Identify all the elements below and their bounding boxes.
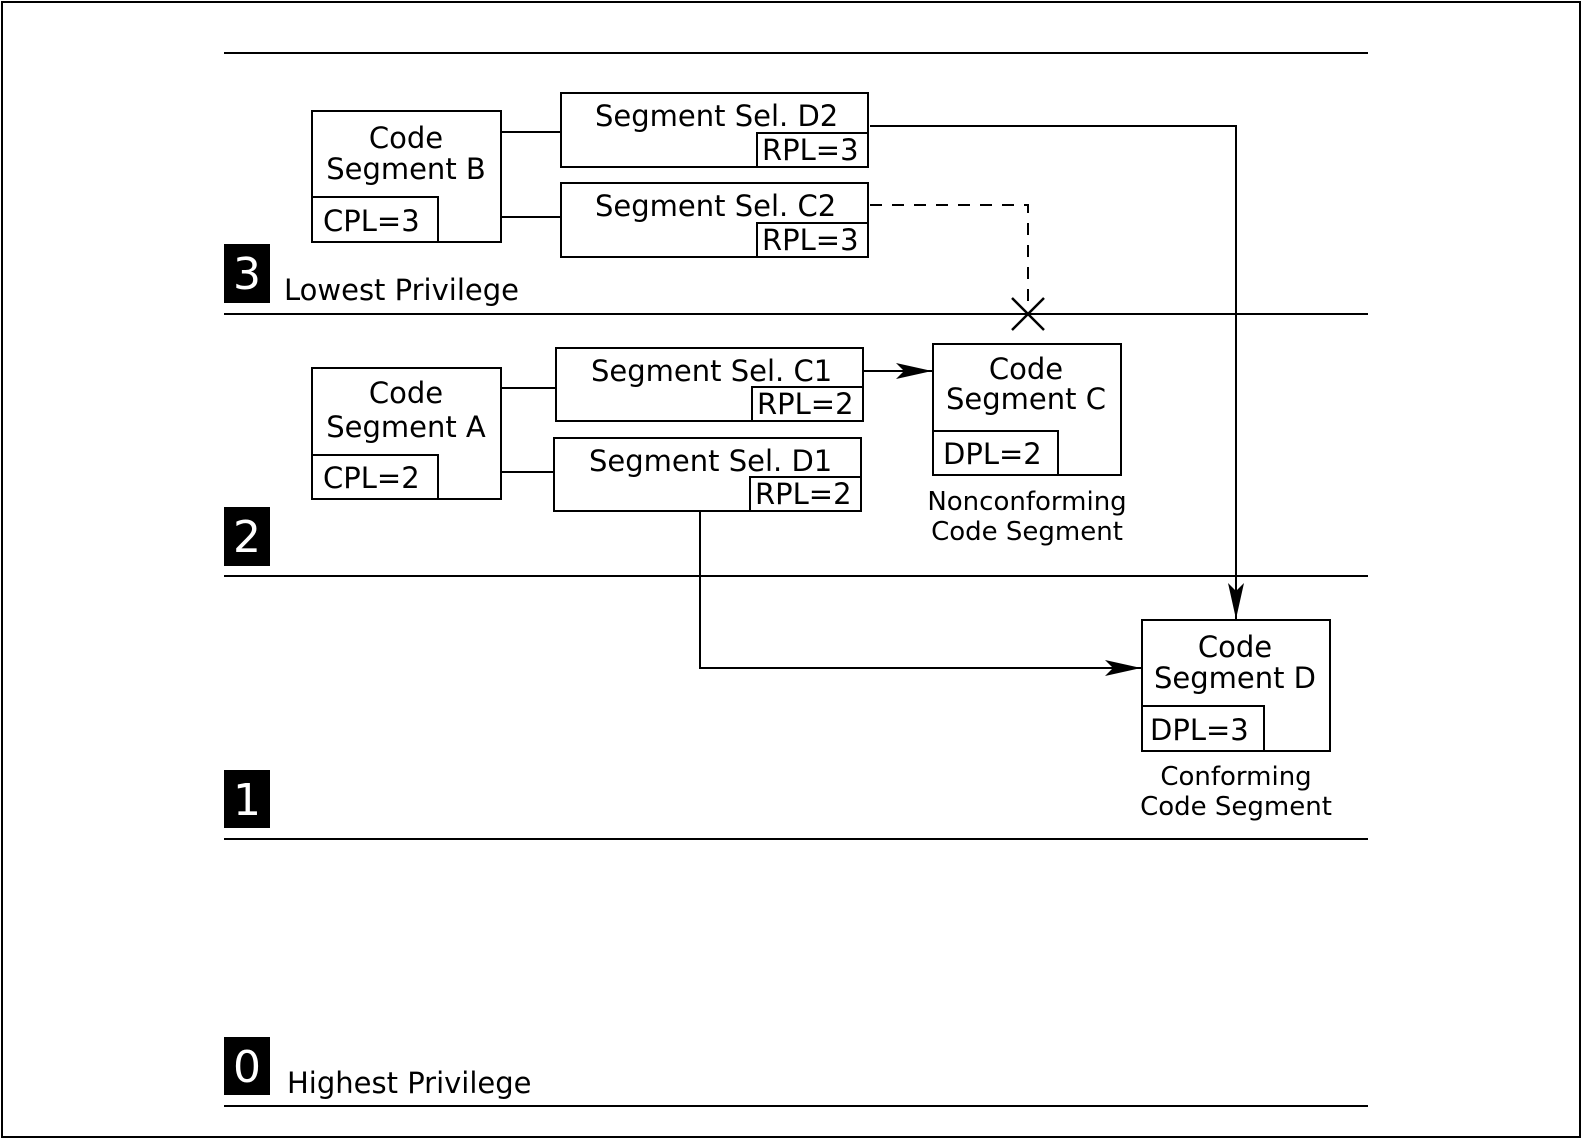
code-segment-b-title-line2: Segment B	[326, 152, 486, 186]
code-segment-b-title-line1: Code	[369, 121, 443, 155]
level-2-number: 2	[233, 512, 261, 563]
code-segment-c-dpl: DPL=2	[943, 437, 1042, 471]
segment-selector-c1-rpl: RPL=2	[757, 387, 854, 421]
segment-selector-d1-label: Segment Sel. D1	[589, 444, 832, 478]
segment-selector-c2-label: Segment Sel. C2	[595, 189, 836, 223]
code-segment-a: Code Segment A CPL=2	[311, 367, 502, 500]
code-segment-d-dpl: DPL=3	[1150, 713, 1249, 747]
code-segment-d-caption-line1: Conforming	[1160, 762, 1311, 792]
arrow-d2-to-segment-d	[870, 125, 1244, 619]
segment-selector-c1-label: Segment Sel. C1	[591, 354, 832, 388]
denied-path-c2-to-segment-c	[870, 204, 1029, 302]
code-segment-c-caption-line2: Code Segment	[931, 517, 1123, 547]
segment-selector-d2-label: Segment Sel. D2	[595, 99, 838, 133]
code-segment-c-title-line1: Code	[989, 352, 1063, 386]
level-3-number: 3	[233, 249, 261, 300]
code-segment-d-title-line2: Segment D	[1154, 661, 1316, 695]
access-denied-x-icon	[1011, 297, 1045, 331]
level-1-marker: 1	[224, 770, 270, 828]
code-segment-d-title-line1: Code	[1198, 630, 1272, 664]
code-segment-d-caption-line2: Code Segment	[1140, 792, 1332, 822]
segment-selector-c2-rpl: RPL=3	[762, 223, 859, 257]
code-segment-b-cpl: CPL=3	[323, 204, 420, 238]
arrow-d1-to-segment-d	[699, 511, 1141, 676]
highest-privilege-label: Highest Privilege	[287, 1066, 532, 1100]
level-1-number: 1	[233, 775, 261, 826]
segment-selector-d1: Segment Sel. D1 RPL=2	[553, 437, 862, 512]
lowest-privilege-label: Lowest Privilege	[284, 273, 519, 307]
level-3-marker: 3	[224, 244, 270, 303]
segment-selector-c2: Segment Sel. C2 RPL=3	[560, 182, 869, 258]
level-0-marker: 0	[224, 1037, 270, 1095]
segment-selector-c1: Segment Sel. C1 RPL=2	[555, 347, 864, 422]
code-segment-c: Code Segment C DPL=2	[932, 343, 1122, 476]
code-segment-a-title-line1: Code	[369, 376, 443, 410]
code-segment-c-title-line2: Segment C	[946, 382, 1106, 416]
code-segment-a-cpl: CPL=2	[323, 461, 420, 495]
level-0-number: 0	[233, 1042, 261, 1093]
code-segment-a-title-line2: Segment A	[326, 410, 486, 444]
code-segment-c-caption-line1: Nonconforming	[927, 487, 1126, 517]
code-segment-d: Code Segment D DPL=3	[1141, 619, 1331, 752]
level-2-marker: 2	[224, 507, 270, 566]
segment-selector-d2: Segment Sel. D2 RPL=3	[560, 92, 869, 168]
segment-selector-d2-rpl: RPL=3	[762, 133, 859, 167]
segment-selector-d1-rpl: RPL=2	[755, 477, 852, 511]
code-segment-b: Code Segment B CPL=3	[311, 110, 502, 243]
